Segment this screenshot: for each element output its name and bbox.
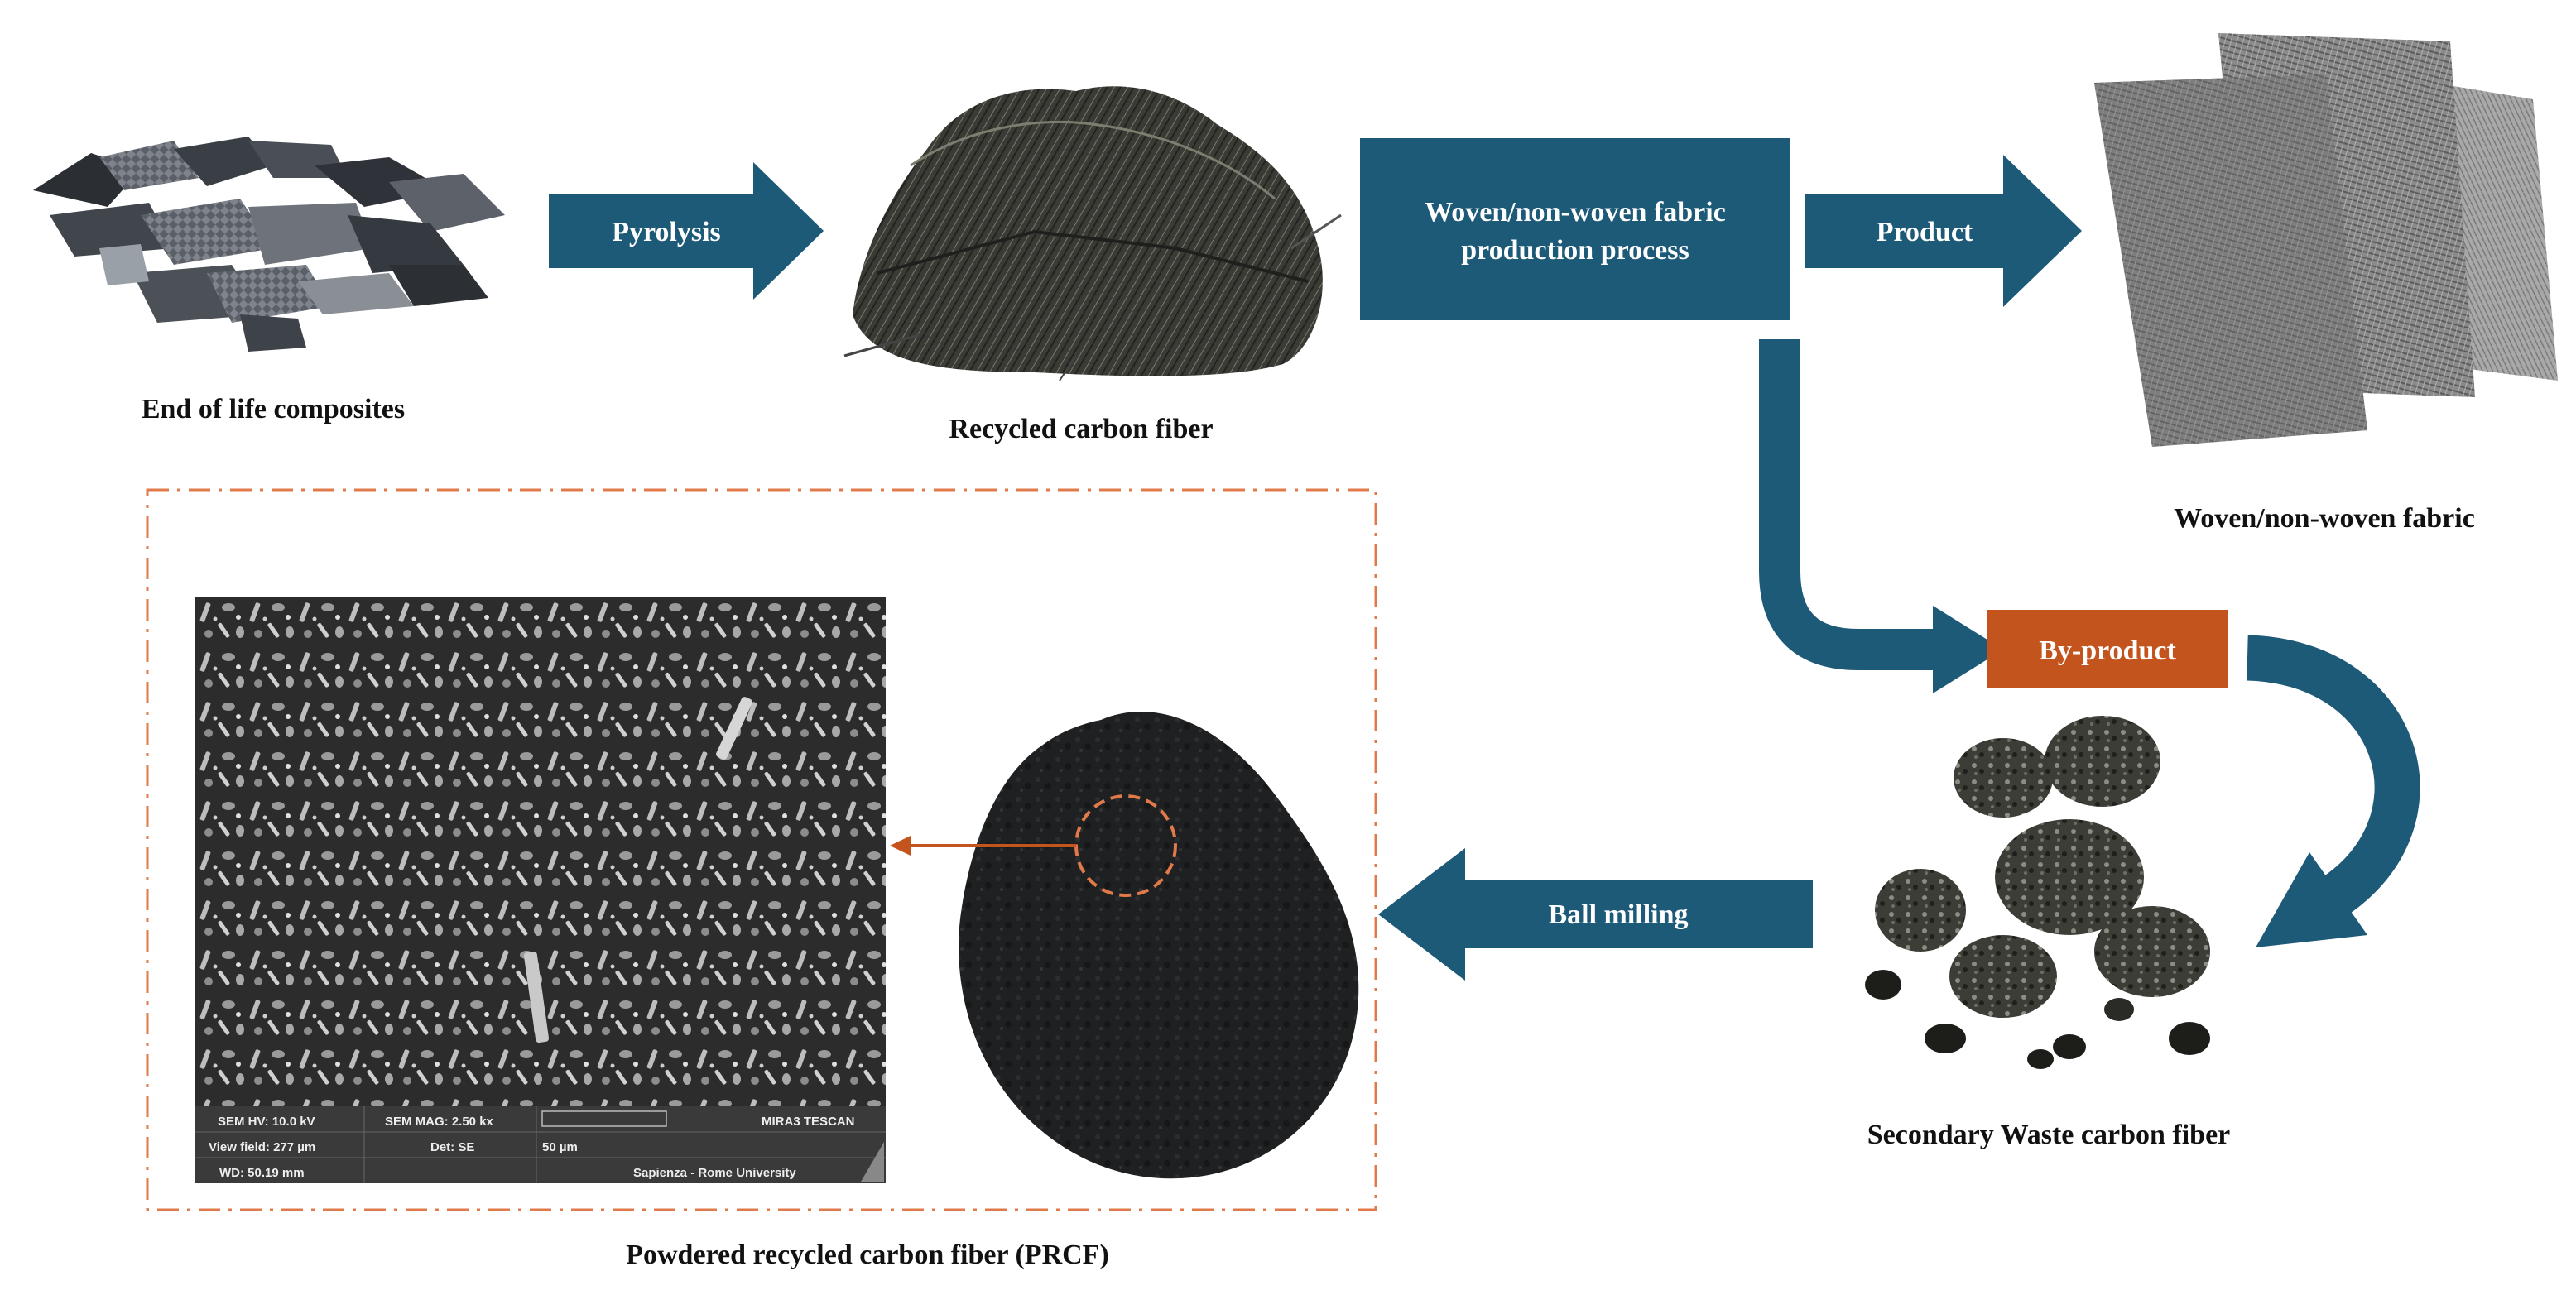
fabric-image bbox=[2094, 33, 2558, 447]
sem-scale: 50 µm bbox=[542, 1140, 578, 1154]
eol-composites-image bbox=[33, 137, 505, 352]
powder-image bbox=[959, 712, 1359, 1179]
byproduct-curve-arrow bbox=[1759, 339, 2003, 693]
fabric-label: Woven/non-woven fabric bbox=[2174, 503, 2475, 534]
eol-label: End of life composites bbox=[141, 394, 406, 424]
rcf-label: Recycled carbon fiber bbox=[949, 414, 1214, 444]
prcf-dashed-frame bbox=[146, 488, 1377, 1211]
sem-hv: SEM HV: 10.0 kV bbox=[218, 1115, 315, 1129]
sem-brand: MIRA3 TESCAN bbox=[762, 1115, 855, 1129]
sem-info-bar bbox=[195, 1106, 886, 1183]
ball-milling-arrow bbox=[1378, 848, 1813, 981]
secondary-label: Secondary Waste carbon fiber bbox=[1867, 1120, 2231, 1150]
pyrolysis-label: Pyrolysis bbox=[612, 217, 721, 247]
zoom-pointer-arrow bbox=[890, 836, 1076, 856]
sem-view-field: View field: 277 µm bbox=[209, 1140, 315, 1154]
fabric-process-box bbox=[1360, 138, 1790, 320]
process-box-line1: Woven/non-woven fabric bbox=[1425, 197, 1726, 228]
return-curve-arrow bbox=[2246, 635, 2420, 947]
pyrolysis-arrow bbox=[549, 162, 824, 300]
sem-wd: WD: 50.19 mm bbox=[219, 1166, 305, 1180]
secondary-waste-image bbox=[1865, 716, 2210, 1069]
ball-milling-label: Ball milling bbox=[1548, 899, 1688, 930]
product-label: Product bbox=[1877, 217, 1973, 247]
sem-image bbox=[195, 597, 886, 1106]
process-box-line2: production process bbox=[1461, 235, 1689, 266]
sem-mag: SEM MAG: 2.50 kx bbox=[385, 1115, 494, 1129]
product-arrow bbox=[1805, 155, 2082, 307]
rcf-image bbox=[843, 86, 1342, 381]
sem-det: Det: SE bbox=[430, 1140, 474, 1154]
prcf-label: Powdered recycled carbon fiber (PRCF) bbox=[626, 1240, 1109, 1270]
byproduct-label: By-product bbox=[2039, 635, 2176, 666]
byproduct-box bbox=[1987, 610, 2228, 688]
sem-institution: Sapienza - Rome University bbox=[633, 1166, 796, 1180]
